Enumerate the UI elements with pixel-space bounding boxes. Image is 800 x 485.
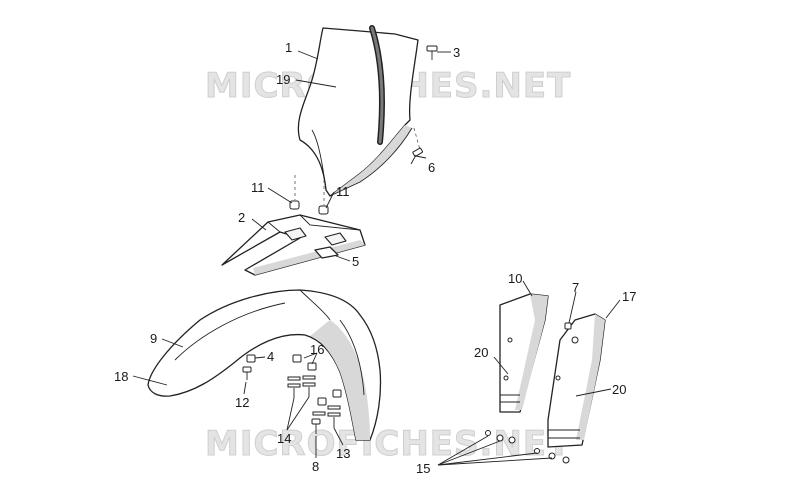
- callout-5: 5: [352, 254, 359, 269]
- screw-12: [242, 366, 252, 380]
- callout-9: 9: [150, 331, 157, 346]
- watermark-bottom: MICROFICHES.NET: [205, 424, 571, 464]
- front-fender: [147, 289, 382, 441]
- callout-13: 13: [336, 446, 350, 461]
- insert-4: [246, 354, 256, 363]
- fastener-7: [564, 322, 572, 330]
- fork-guard-left: [499, 293, 549, 413]
- callout-11-right: 11: [336, 184, 350, 199]
- callout-3: 3: [453, 45, 460, 60]
- screw-3: [426, 45, 438, 60]
- callout-2: 2: [238, 210, 245, 225]
- insert-16b: [307, 362, 317, 371]
- callout-4: 4: [267, 349, 274, 364]
- callout-18: 18: [114, 369, 128, 384]
- callout-7: 7: [572, 280, 579, 295]
- callout-17: 17: [622, 289, 636, 304]
- fork-guard-right: [547, 313, 606, 448]
- screw-6: [410, 127, 423, 165]
- callout-8: 8: [312, 459, 319, 474]
- insert-16c: [317, 397, 327, 406]
- callout-11-left: 11: [251, 180, 265, 195]
- callout-6: 6: [428, 160, 435, 175]
- callout-16: 16: [310, 342, 324, 357]
- callout-20-left: 20: [474, 345, 488, 360]
- callout-15: 15: [416, 461, 430, 476]
- nut-11-left: [289, 200, 300, 210]
- callout-20-right: 20: [612, 382, 626, 397]
- callout-10: 10: [508, 271, 522, 286]
- callout-19: 19: [276, 72, 290, 87]
- nut-11-right: [318, 205, 329, 215]
- insert-16a: [292, 354, 302, 363]
- callout-12: 12: [235, 395, 249, 410]
- insert-16d: [332, 389, 342, 398]
- mounting-bracket: [221, 214, 366, 276]
- windscreen: [297, 27, 419, 197]
- screw-8: [311, 418, 321, 434]
- washers-14: [287, 375, 316, 398]
- screws-15: [485, 430, 570, 464]
- callout-1: 1: [285, 40, 292, 55]
- callout-14: 14: [277, 431, 291, 446]
- leader-lines: [132, 50, 621, 466]
- seal-strip-inner: [370, 26, 384, 144]
- clip-5: [314, 246, 339, 259]
- washers-13: [312, 405, 341, 428]
